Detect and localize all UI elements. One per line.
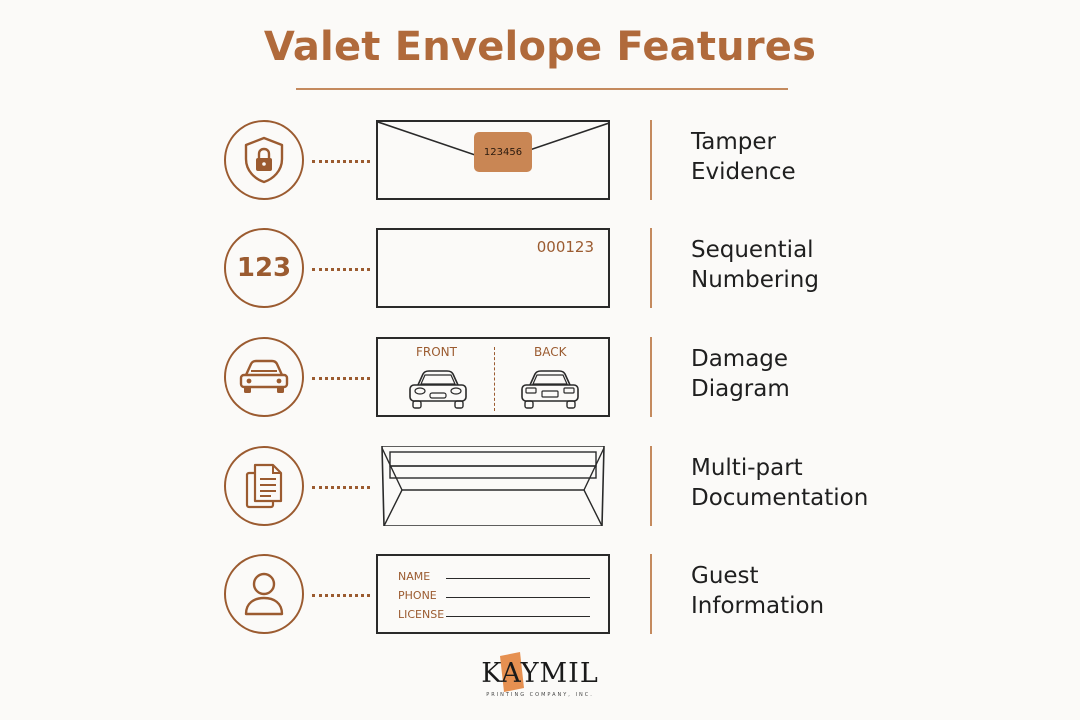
ticket-number: 000123 bbox=[536, 238, 594, 256]
feature-row-guest-information: NAME PHONE LICENSE Guest Information bbox=[0, 548, 1080, 644]
feature-divider bbox=[650, 337, 652, 417]
car-front-icon bbox=[409, 370, 467, 409]
person-icon bbox=[244, 572, 284, 616]
logo-mark bbox=[500, 652, 524, 692]
feature-row-tamper-evidence: 123456 Tamper Evidence bbox=[0, 114, 1080, 210]
feature-row-sequential-numbering: 123 000123 Sequential Numbering bbox=[0, 222, 1080, 318]
number-icon: 123 bbox=[236, 253, 292, 283]
diagram-divider bbox=[494, 347, 495, 411]
feature-icon-circle bbox=[224, 120, 304, 200]
connector-dots bbox=[312, 160, 370, 163]
connector-dots bbox=[312, 268, 370, 271]
feature-row-damage-diagram: FRONT BACK Damage Diagram bbox=[0, 331, 1080, 427]
tamper-seal: 123456 bbox=[474, 132, 532, 172]
feature-icon-circle bbox=[224, 337, 304, 417]
page-title: Valet Envelope Features bbox=[263, 24, 817, 70]
feature-label: Sequential Numbering bbox=[691, 237, 819, 293]
feature-divider bbox=[650, 228, 652, 308]
feature-icon-circle: 123 bbox=[224, 228, 304, 308]
documents-icon bbox=[245, 463, 283, 509]
feature-divider bbox=[650, 446, 652, 526]
field-label-name: NAME bbox=[398, 570, 431, 583]
field-label-phone: PHONE bbox=[398, 589, 437, 602]
damage-diagram-illustration: FRONT BACK bbox=[376, 337, 610, 417]
feature-icon-circle bbox=[224, 446, 304, 526]
car-icon bbox=[239, 359, 289, 393]
feature-row-multi-part-documentation: Multi-part Documentation bbox=[0, 440, 1080, 536]
feature-label: Damage Diagram bbox=[691, 346, 790, 402]
field-line bbox=[446, 578, 590, 579]
sealed-envelope-illustration: 123456 bbox=[376, 120, 610, 200]
front-label: FRONT bbox=[416, 345, 457, 359]
feature-divider bbox=[650, 554, 652, 634]
logo-tagline: PRINTING COMPANY, INC. bbox=[486, 692, 594, 698]
connector-dots bbox=[312, 594, 370, 597]
connector-dots bbox=[312, 486, 370, 489]
field-line bbox=[446, 597, 590, 598]
car-back-icon bbox=[521, 370, 579, 409]
guest-form-illustration: NAME PHONE LICENSE bbox=[376, 554, 610, 634]
field-label-license: LICENSE bbox=[398, 608, 445, 621]
multi-part-envelope-illustration bbox=[376, 446, 610, 526]
feature-label: Guest Information bbox=[691, 563, 825, 619]
company-logo: KAYMIL PRINTING COMPANY, INC. bbox=[470, 650, 610, 700]
field-line bbox=[446, 616, 590, 617]
seal-number: 123456 bbox=[483, 146, 523, 158]
shield-lock-icon bbox=[244, 136, 284, 184]
title-divider bbox=[296, 88, 788, 90]
feature-icon-circle bbox=[224, 554, 304, 634]
feature-divider bbox=[650, 120, 652, 200]
logo-name: KAYMIL bbox=[481, 658, 599, 689]
numbered-ticket-illustration: 000123 bbox=[376, 228, 610, 308]
connector-dots bbox=[312, 377, 370, 380]
back-label: BACK bbox=[534, 345, 567, 359]
feature-label: Tamper Evidence bbox=[691, 129, 796, 185]
feature-label: Multi-part Documentation bbox=[691, 455, 869, 511]
